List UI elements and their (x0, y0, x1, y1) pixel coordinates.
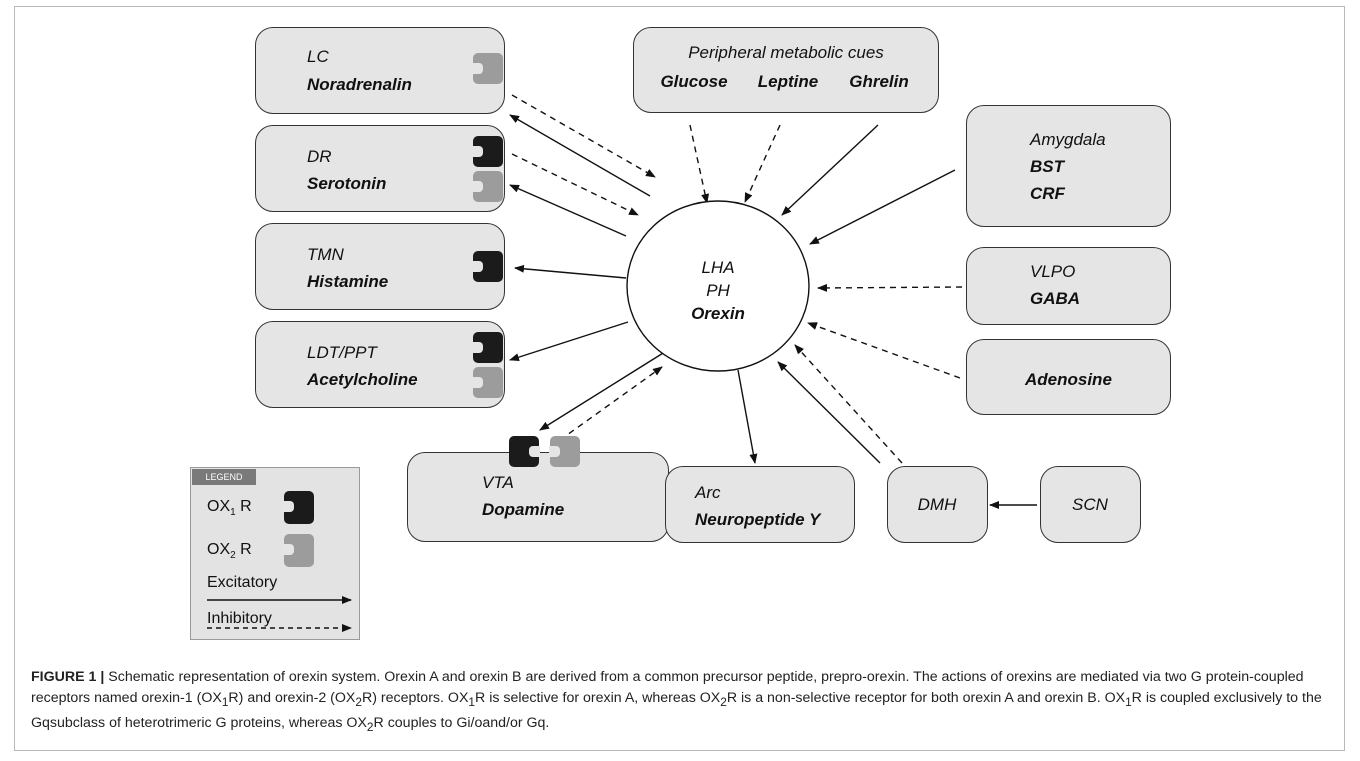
ox2-receptor-vta (549, 436, 580, 467)
ox2-receptor-lc (472, 53, 503, 84)
arrow-ghrelin-to-orexin (781, 124, 879, 216)
arrow-orexin-to-arc (737, 369, 758, 464)
arrow-dmh-to-orexin-inhibitory (794, 344, 903, 464)
node-scn-region: SCN (1072, 495, 1108, 514)
node-arc-region: Arc (695, 483, 721, 502)
node-vlpo-transmitter: GABA (1030, 289, 1081, 308)
node-peripheral-cues (633, 27, 939, 113)
legend-inhibitory-label: Inhibitory (207, 610, 272, 627)
legend-ox1-label: OX1 R (207, 498, 252, 519)
node-dmh-region: DMH (917, 495, 957, 514)
legend: LEGEND OX1 R OX2 R Excitatory Inhibitory (190, 467, 360, 640)
node-amygdala-bst: BST (1030, 157, 1064, 176)
node-arc (665, 466, 855, 543)
node-arc-transmitter: Neuropeptide Y (695, 510, 821, 529)
node-vta (407, 452, 669, 542)
node-adenosine (966, 339, 1171, 415)
node-lc (255, 27, 505, 114)
legend-ox1-receptor-icon (283, 491, 314, 524)
node-tmn (255, 223, 505, 310)
node-ldt-region: LDT/PPT (307, 343, 377, 362)
legend-ox2-label: OX2 R (207, 541, 252, 562)
node-ldt-transmitter: Acetylcholine (307, 370, 418, 389)
arrow-orexin-to-tmn (514, 264, 627, 279)
node-lc-transmitter: Noradrenalin (307, 75, 412, 94)
ox1-receptor-dr (472, 136, 503, 167)
center-label-lha: LHA (701, 258, 735, 277)
node-tmn-transmitter: Histamine (307, 272, 389, 291)
ox1-receptor-ldt (472, 332, 503, 363)
node-tmn-region: TMN (307, 245, 344, 264)
node-vta-transmitter: Dopamine (482, 500, 565, 519)
node-scn (1040, 466, 1141, 543)
center-label-orexin: Orexin (691, 304, 745, 323)
peripheral-title: Peripheral metabolic cues (688, 43, 884, 62)
center-label-ph: PH (706, 281, 730, 300)
ox1-receptor-tmn (472, 251, 503, 282)
node-amygdala-crf: CRF (1030, 184, 1065, 203)
node-ldt-ppt (255, 321, 505, 408)
legend-ox2-receptor-icon (283, 534, 314, 567)
node-amygdala (966, 105, 1171, 227)
legend-header: LEGEND (192, 469, 256, 485)
legend-excitatory-label: Excitatory (207, 574, 278, 591)
node-dr-region: DR (307, 147, 332, 166)
node-adenosine-transmitter: Adenosine (1025, 370, 1112, 389)
node-dr-transmitter: Serotonin (307, 174, 387, 193)
arrow-leptine-to-orexin-inhibitory (744, 124, 781, 203)
arrow-vta-to-orexin-inhibitory (559, 366, 663, 441)
figure-caption: FIGURE 1 | Schematic representation of o… (31, 669, 1322, 734)
ox1-receptor-vta (509, 436, 539, 467)
arrow-dr-to-orexin-inhibitory (511, 153, 639, 216)
node-vlpo-region: VLPO (1030, 262, 1076, 281)
node-dr (255, 125, 505, 212)
ox2-receptor-dr (472, 171, 503, 202)
cue-ghrelin: Ghrelin (849, 72, 909, 91)
arrow-orexin-to-lc (509, 114, 651, 197)
legend-line-samples (207, 596, 352, 632)
node-lc-region: LC (307, 47, 329, 66)
ox2-receptor-ldt (472, 367, 503, 398)
node-vta-region: VTA (482, 473, 514, 492)
arrow-orexin-to-ldt (509, 321, 629, 362)
cue-glucose: Glucose (660, 72, 728, 91)
arrow-orexin-to-vta (539, 349, 669, 431)
node-vlpo (966, 247, 1171, 325)
arrow-dmh-to-orexin (777, 361, 881, 464)
arrow-glucose-to-orexin-inhibitory (689, 124, 709, 204)
cue-leptine: Leptine (757, 72, 819, 91)
arrow-lc-to-orexin-inhibitory (511, 94, 656, 178)
arrow-orexin-to-dr (509, 184, 627, 237)
caption-label: FIGURE 1 | (31, 669, 105, 685)
figure-frame (14, 6, 1345, 751)
node-dmh (887, 466, 988, 543)
arrow-adenosine-to-orexin-inhibitory (807, 322, 961, 379)
arrow-amygdala-to-orexin (809, 169, 956, 245)
node-amygdala-region: Amygdala (1030, 130, 1106, 149)
arrow-vlpo-to-orexin-inhibitory (817, 283, 963, 292)
